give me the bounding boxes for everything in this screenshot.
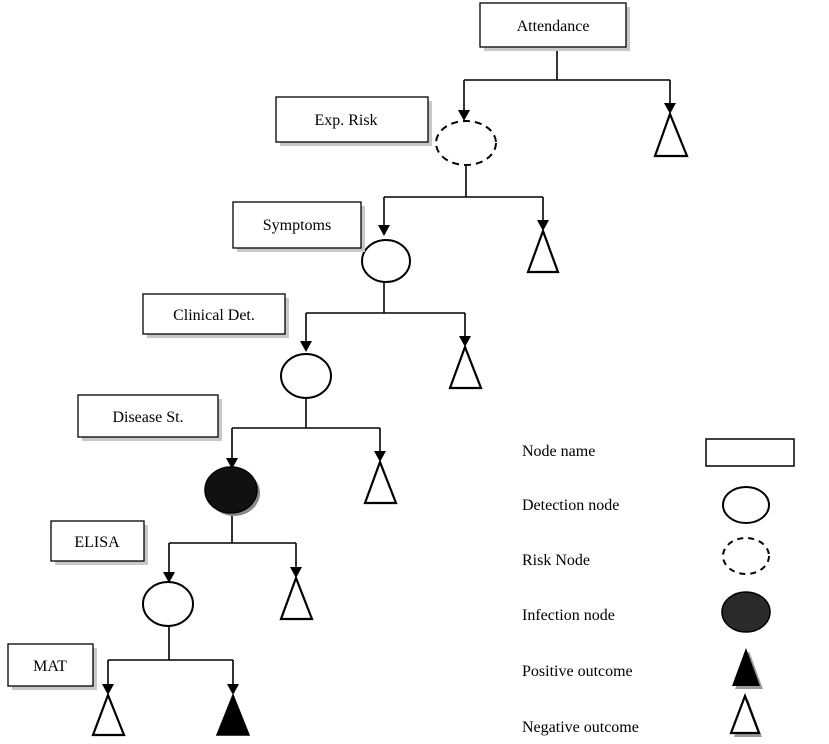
negative-outcome-icon [91,691,126,737]
arrow-clinical-right-icon [374,451,386,462]
legend-open-triangle-icon [729,692,761,735]
negative-outcome-icon [363,458,398,505]
arrow-elisa-left-icon [102,684,114,695]
legend-label-infection-node: Infection node [522,607,615,624]
stage-mat: MAT [7,643,97,690]
legend-label-positive-outcome: Positive outcome [522,663,633,680]
legend-label-negative-outcome: Negative outcome [522,719,639,736]
legend-filled-triangle-icon [732,648,760,686]
arrow-elisa-right-icon [227,684,239,695]
stage-exp-risk: Exp. Risk [275,96,432,146]
arrow-disease-left-icon [163,572,175,583]
legend: Node name Detection node Risk Node Infec… [522,438,795,737]
arrow-attendance-right-icon [664,103,676,114]
negative-outcome-icon [448,343,483,390]
risk-node [435,120,497,166]
arrow-risk-right-icon [537,220,549,231]
infection-node [204,466,258,514]
arrow-risk-left-icon [378,225,390,236]
legend-label-node-name: Node name [522,443,595,460]
stage-label: Clinical Det. [173,307,255,324]
legend-open-ellipse-icon [722,486,770,524]
stage-label: ELISA [74,534,120,551]
stage-label: MAT [33,658,67,675]
stage-elisa: ELISA [50,520,148,565]
arrow-attendance-left-icon [458,110,470,121]
detection-node [361,239,411,283]
detection-node [142,581,194,627]
stage-label: Attendance [517,18,590,35]
arrow-symptoms-left-icon [300,341,312,352]
stage-label: Disease St. [112,409,183,426]
stage-symptoms: Symptoms [232,201,365,252]
negative-outcome-icon [279,574,314,621]
stage-disease-st: Disease St. [77,394,222,441]
legend-label-detection-node: Detection node [522,497,619,514]
stage-clinical-det: Clinical Det. [142,293,289,338]
detection-node [280,353,332,399]
arrow-symptoms-right-icon [459,336,471,347]
positive-outcome-icon [215,692,251,736]
negative-outcome-icon [526,227,560,274]
tree-nodes [91,110,689,737]
tree-edges [102,48,676,695]
arrow-disease-right-icon [290,567,302,578]
negative-outcome-icon [653,110,689,158]
legend-rectangle-icon [705,438,795,467]
stage-label: Symptoms [263,217,331,234]
legend-filled-ellipse-icon [721,591,771,633]
arrow-clinical-left-icon [226,458,238,469]
legend-label-risk-node: Risk Node [522,552,590,569]
stage-label: Exp. Risk [314,112,377,129]
legend-dashed-ellipse-icon [722,537,770,575]
stage-attendance: Attendance [479,2,630,51]
stage-boxes: Attendance Exp. Risk Symptoms Clinical D… [7,2,630,690]
